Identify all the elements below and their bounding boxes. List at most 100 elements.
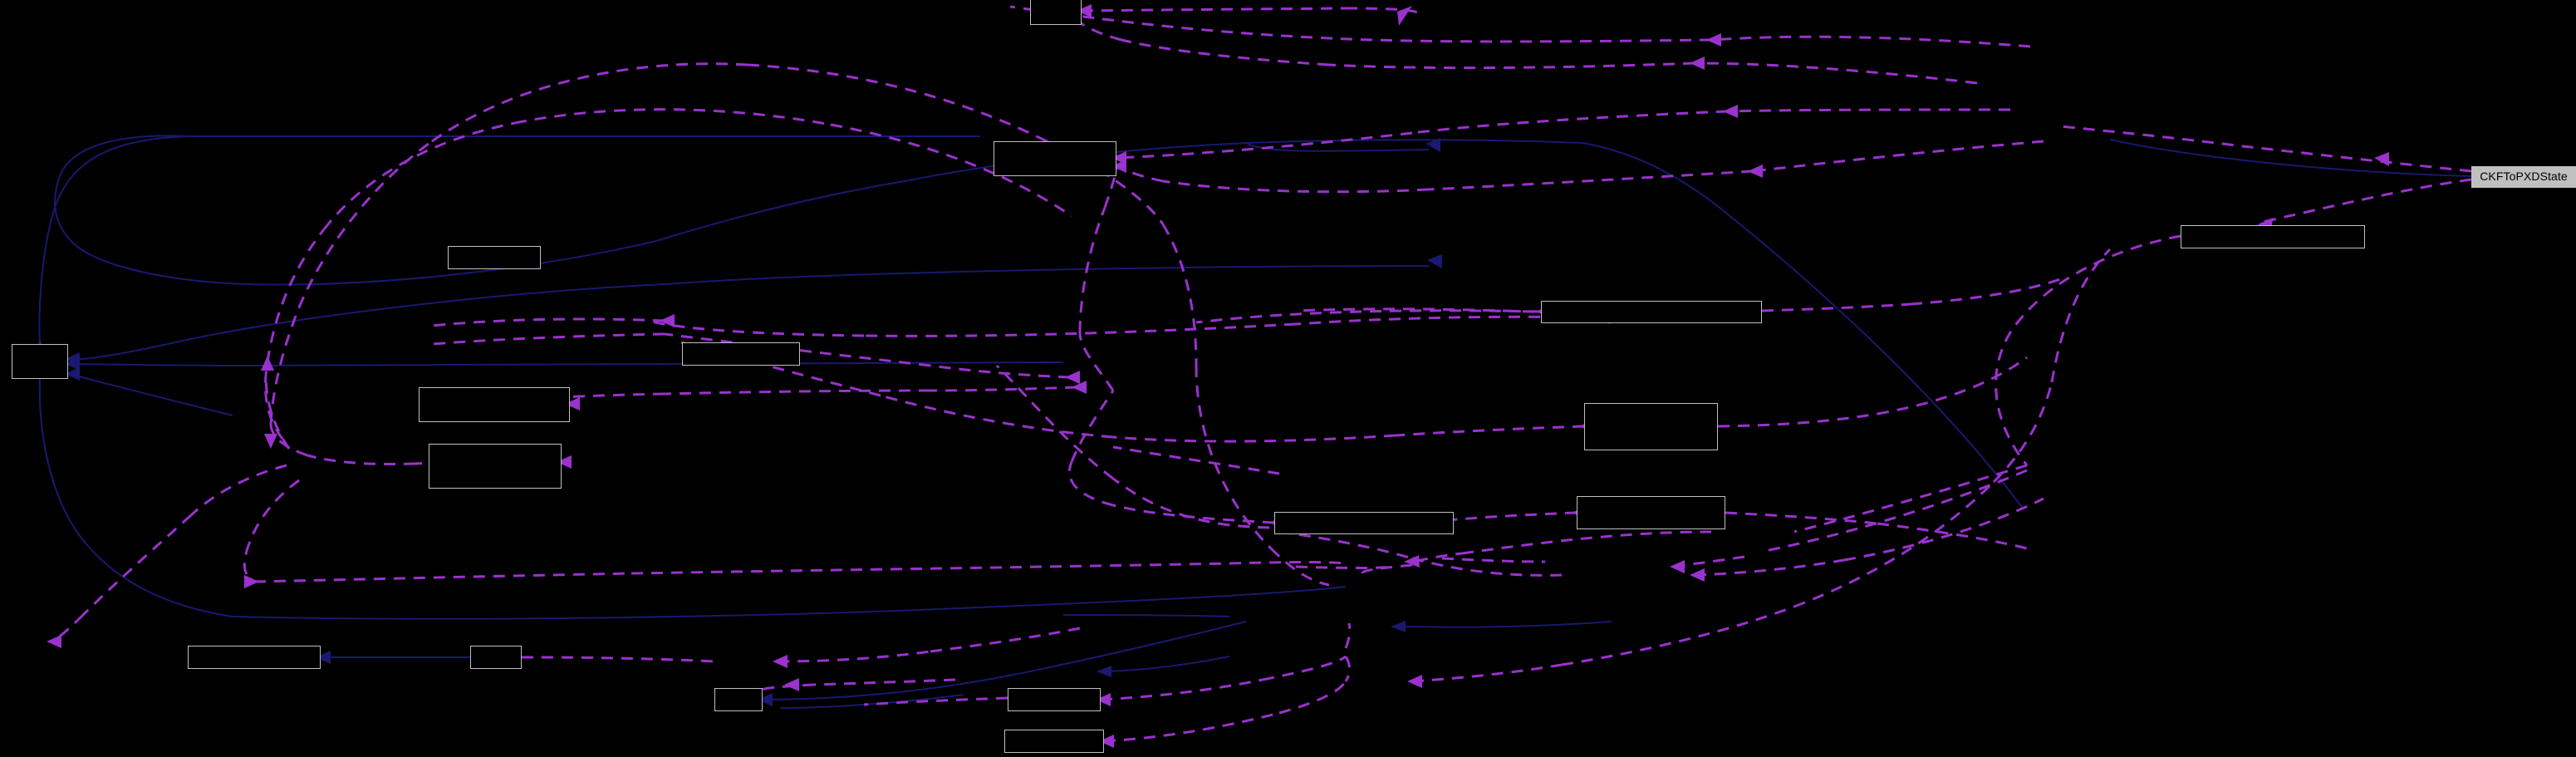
usage-edge bbox=[1269, 547, 1330, 587]
graph-node[interactable] bbox=[994, 141, 1116, 176]
inheritance-edge bbox=[1582, 142, 2024, 510]
usage-edge bbox=[514, 108, 832, 126]
usage-edge bbox=[1344, 656, 1351, 682]
graph-node[interactable] bbox=[1541, 301, 1762, 323]
inheritance-edge bbox=[996, 586, 1347, 607]
usage-edge bbox=[322, 121, 516, 230]
usage-edge bbox=[264, 375, 291, 450]
graph-node[interactable] bbox=[448, 246, 541, 269]
usage-edge bbox=[1725, 511, 1878, 525]
usage-arrowhead bbox=[773, 655, 788, 668]
usage-edge bbox=[431, 317, 665, 327]
inheritance-arrowhead bbox=[758, 693, 773, 706]
graph-node[interactable] bbox=[2181, 225, 2365, 248]
usage-edge bbox=[1694, 61, 1978, 85]
usage-edge bbox=[1070, 390, 1115, 463]
usage-arrowhead bbox=[1670, 560, 1685, 573]
graph-node[interactable] bbox=[1004, 730, 1104, 753]
usage-edge bbox=[253, 572, 632, 583]
usage-edge bbox=[1161, 224, 1198, 366]
usage-arrowhead bbox=[1706, 33, 1721, 47]
inheritance-edge bbox=[1062, 614, 1230, 617]
usage-edge bbox=[307, 454, 416, 466]
graph-node[interactable] bbox=[1577, 496, 1725, 529]
usage-edge bbox=[51, 613, 85, 643]
usage-edge bbox=[1078, 332, 1115, 391]
usage-edge bbox=[1229, 561, 1347, 565]
graph-node[interactable] bbox=[682, 342, 800, 366]
usage-edge bbox=[761, 683, 815, 691]
usage-edge bbox=[1910, 278, 2061, 306]
graph-node[interactable] bbox=[188, 646, 321, 669]
inheritance-edge bbox=[996, 265, 1430, 272]
graph-node[interactable] bbox=[1274, 512, 1454, 534]
usage-edge bbox=[1727, 108, 2011, 113]
usage-edge bbox=[1361, 563, 1413, 574]
usage-edge bbox=[1070, 14, 1122, 42]
inheritance-edge bbox=[1245, 142, 1430, 152]
usage-arrowhead bbox=[1404, 555, 1420, 568]
usage-arrowhead bbox=[244, 575, 259, 588]
usage-edge bbox=[81, 514, 193, 617]
usage-arrowhead bbox=[1690, 57, 1705, 70]
usage-edge bbox=[1395, 425, 1585, 437]
usage-edge bbox=[2050, 248, 2112, 383]
usage-edge bbox=[930, 364, 1071, 379]
graph-node[interactable] bbox=[429, 444, 562, 489]
graph-node[interactable] bbox=[714, 688, 763, 711]
usage-edge bbox=[431, 62, 748, 143]
usage-edge bbox=[664, 389, 931, 396]
graph-node[interactable] bbox=[419, 387, 570, 422]
usage-edge bbox=[1761, 302, 1911, 312]
usage-edge bbox=[1112, 445, 1280, 475]
graph-node[interactable] bbox=[1584, 403, 1718, 450]
inheritance-edge bbox=[69, 373, 233, 416]
usage-edge bbox=[248, 479, 300, 544]
graph-node[interactable] bbox=[470, 646, 522, 669]
inheritance-edge bbox=[38, 378, 233, 617]
usage-edge bbox=[1793, 464, 2028, 533]
usage-edge bbox=[1121, 38, 1330, 66]
inheritance-edge bbox=[1245, 139, 1583, 144]
inheritance-edge bbox=[182, 283, 665, 342]
graph-node[interactable] bbox=[1030, 0, 1082, 25]
graph-node-current[interactable]: CKFToPXDState bbox=[2471, 166, 2576, 188]
usage-arrowhead bbox=[1723, 105, 1738, 118]
usage-arrowhead bbox=[1690, 568, 1705, 582]
usage-edge-group bbox=[47, 4, 2472, 748]
inheritance-edge bbox=[655, 179, 915, 242]
inheritance-edge bbox=[69, 363, 250, 366]
usage-arrowhead bbox=[1111, 160, 1126, 173]
usage-edge bbox=[266, 229, 326, 363]
usage-edge bbox=[1078, 207, 1106, 333]
inheritance-arrowhead bbox=[1097, 666, 1111, 677]
usage-arrowhead bbox=[1096, 693, 1111, 706]
usage-edge bbox=[1112, 477, 1230, 527]
usage-edge bbox=[1428, 511, 1577, 524]
inheritance-edge bbox=[1013, 621, 1247, 676]
usage-edge bbox=[747, 63, 1048, 143]
usage-arrowhead bbox=[1748, 165, 1763, 178]
inheritance-edge bbox=[248, 361, 1064, 366]
usage-edge bbox=[1694, 558, 1845, 577]
inheritance-edge bbox=[664, 270, 998, 285]
usage-edge bbox=[263, 361, 284, 440]
usage-edge bbox=[1561, 605, 1795, 666]
usage-edge bbox=[297, 140, 433, 308]
usage-edge bbox=[830, 123, 1072, 218]
usage-edge bbox=[1116, 131, 1413, 160]
graph-node[interactable] bbox=[1008, 688, 1101, 711]
usage-edge bbox=[1162, 179, 1430, 194]
graph-node[interactable] bbox=[12, 344, 68, 379]
usage-edge bbox=[1112, 434, 1396, 443]
inheritance-edge bbox=[215, 240, 657, 286]
usage-edge bbox=[1992, 381, 2053, 484]
inheritance-edge bbox=[69, 340, 184, 361]
usage-arrowhead bbox=[264, 434, 277, 449]
usage-edge bbox=[1295, 307, 1555, 314]
usage-edge bbox=[1793, 480, 1995, 608]
usage-edge bbox=[1068, 461, 1114, 507]
usage-edge bbox=[1461, 530, 1712, 555]
inheritance-edge bbox=[1109, 656, 1230, 672]
inheritance-edge bbox=[54, 135, 217, 283]
